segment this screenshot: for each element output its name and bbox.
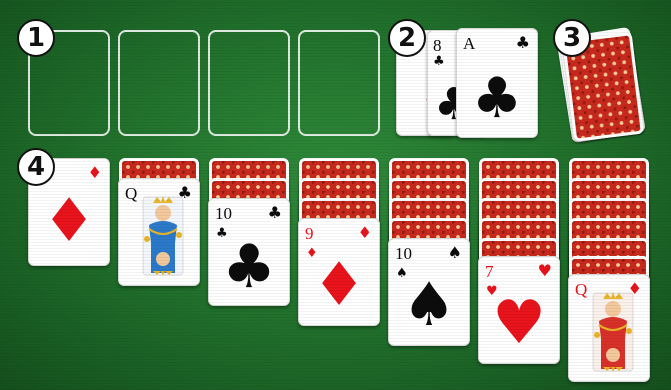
tableau-4-corner-suit: ♦ — [358, 225, 372, 241]
tableau-6-pip: ♥ — [479, 293, 559, 353]
marker-foundations: 1 — [17, 19, 55, 57]
queen-of-diamonds-figure-icon — [589, 291, 637, 373]
tableau-4-pip: ♦ — [299, 255, 379, 315]
marker-stock: 3 — [553, 19, 591, 57]
foundation-slot-4[interactable] — [298, 30, 380, 136]
tableau-6-top-card[interactable]: 7 ♥ ♥ ♥ — [478, 256, 560, 364]
tableau-3-top-card[interactable]: 10 ♣ ♣ ♣ — [208, 198, 290, 306]
tableau-3-rank: 10 — [215, 203, 232, 225]
foundation-slot-2[interactable] — [118, 30, 200, 136]
queen-of-clubs-figure-icon — [139, 195, 187, 277]
tableau-3-corner-suit: ♣ — [268, 205, 282, 221]
marker-tableau: 4 — [17, 148, 55, 186]
waste-top-rank: A — [463, 33, 475, 55]
tableau-2-rank: Q — [125, 183, 137, 205]
tableau-5-rank: 10 — [395, 243, 412, 265]
waste-top-suit: ♣ — [516, 35, 530, 51]
tableau-5-top-card[interactable]: 10 ♠ ♠ ♠ — [388, 238, 470, 346]
tableau-4-top-card[interactable]: 9 ♦ ♦ ♦ — [298, 218, 380, 326]
tableau-1-corner-suit: ♦ — [88, 165, 102, 181]
tableau-7-top-card[interactable]: Q ♦ — [568, 274, 650, 382]
tableau-2-top-card[interactable]: Q ♣ — [118, 178, 200, 286]
foundation-slot-3[interactable] — [208, 30, 290, 136]
tableau-7-rank: Q — [575, 279, 587, 301]
marker-waste: 2 — [388, 19, 426, 57]
waste-top-card[interactable]: A ♣ ♣ — [456, 28, 538, 138]
tableau-4-rank: 9 — [305, 223, 314, 245]
tableau-6-corner-suit: ♥ — [538, 263, 552, 279]
waste-top-pip: ♣ — [457, 69, 537, 129]
tableau-6-rank: 7 — [485, 261, 494, 283]
waste-card-suit: ♣ — [433, 55, 445, 68]
tableau-1-pip: ♦ — [29, 191, 109, 251]
tableau-5-corner-suit: ♠ — [448, 245, 462, 261]
tableau-5-pip: ♠ — [389, 275, 469, 335]
tableau-3-pip: ♣ — [209, 237, 289, 297]
